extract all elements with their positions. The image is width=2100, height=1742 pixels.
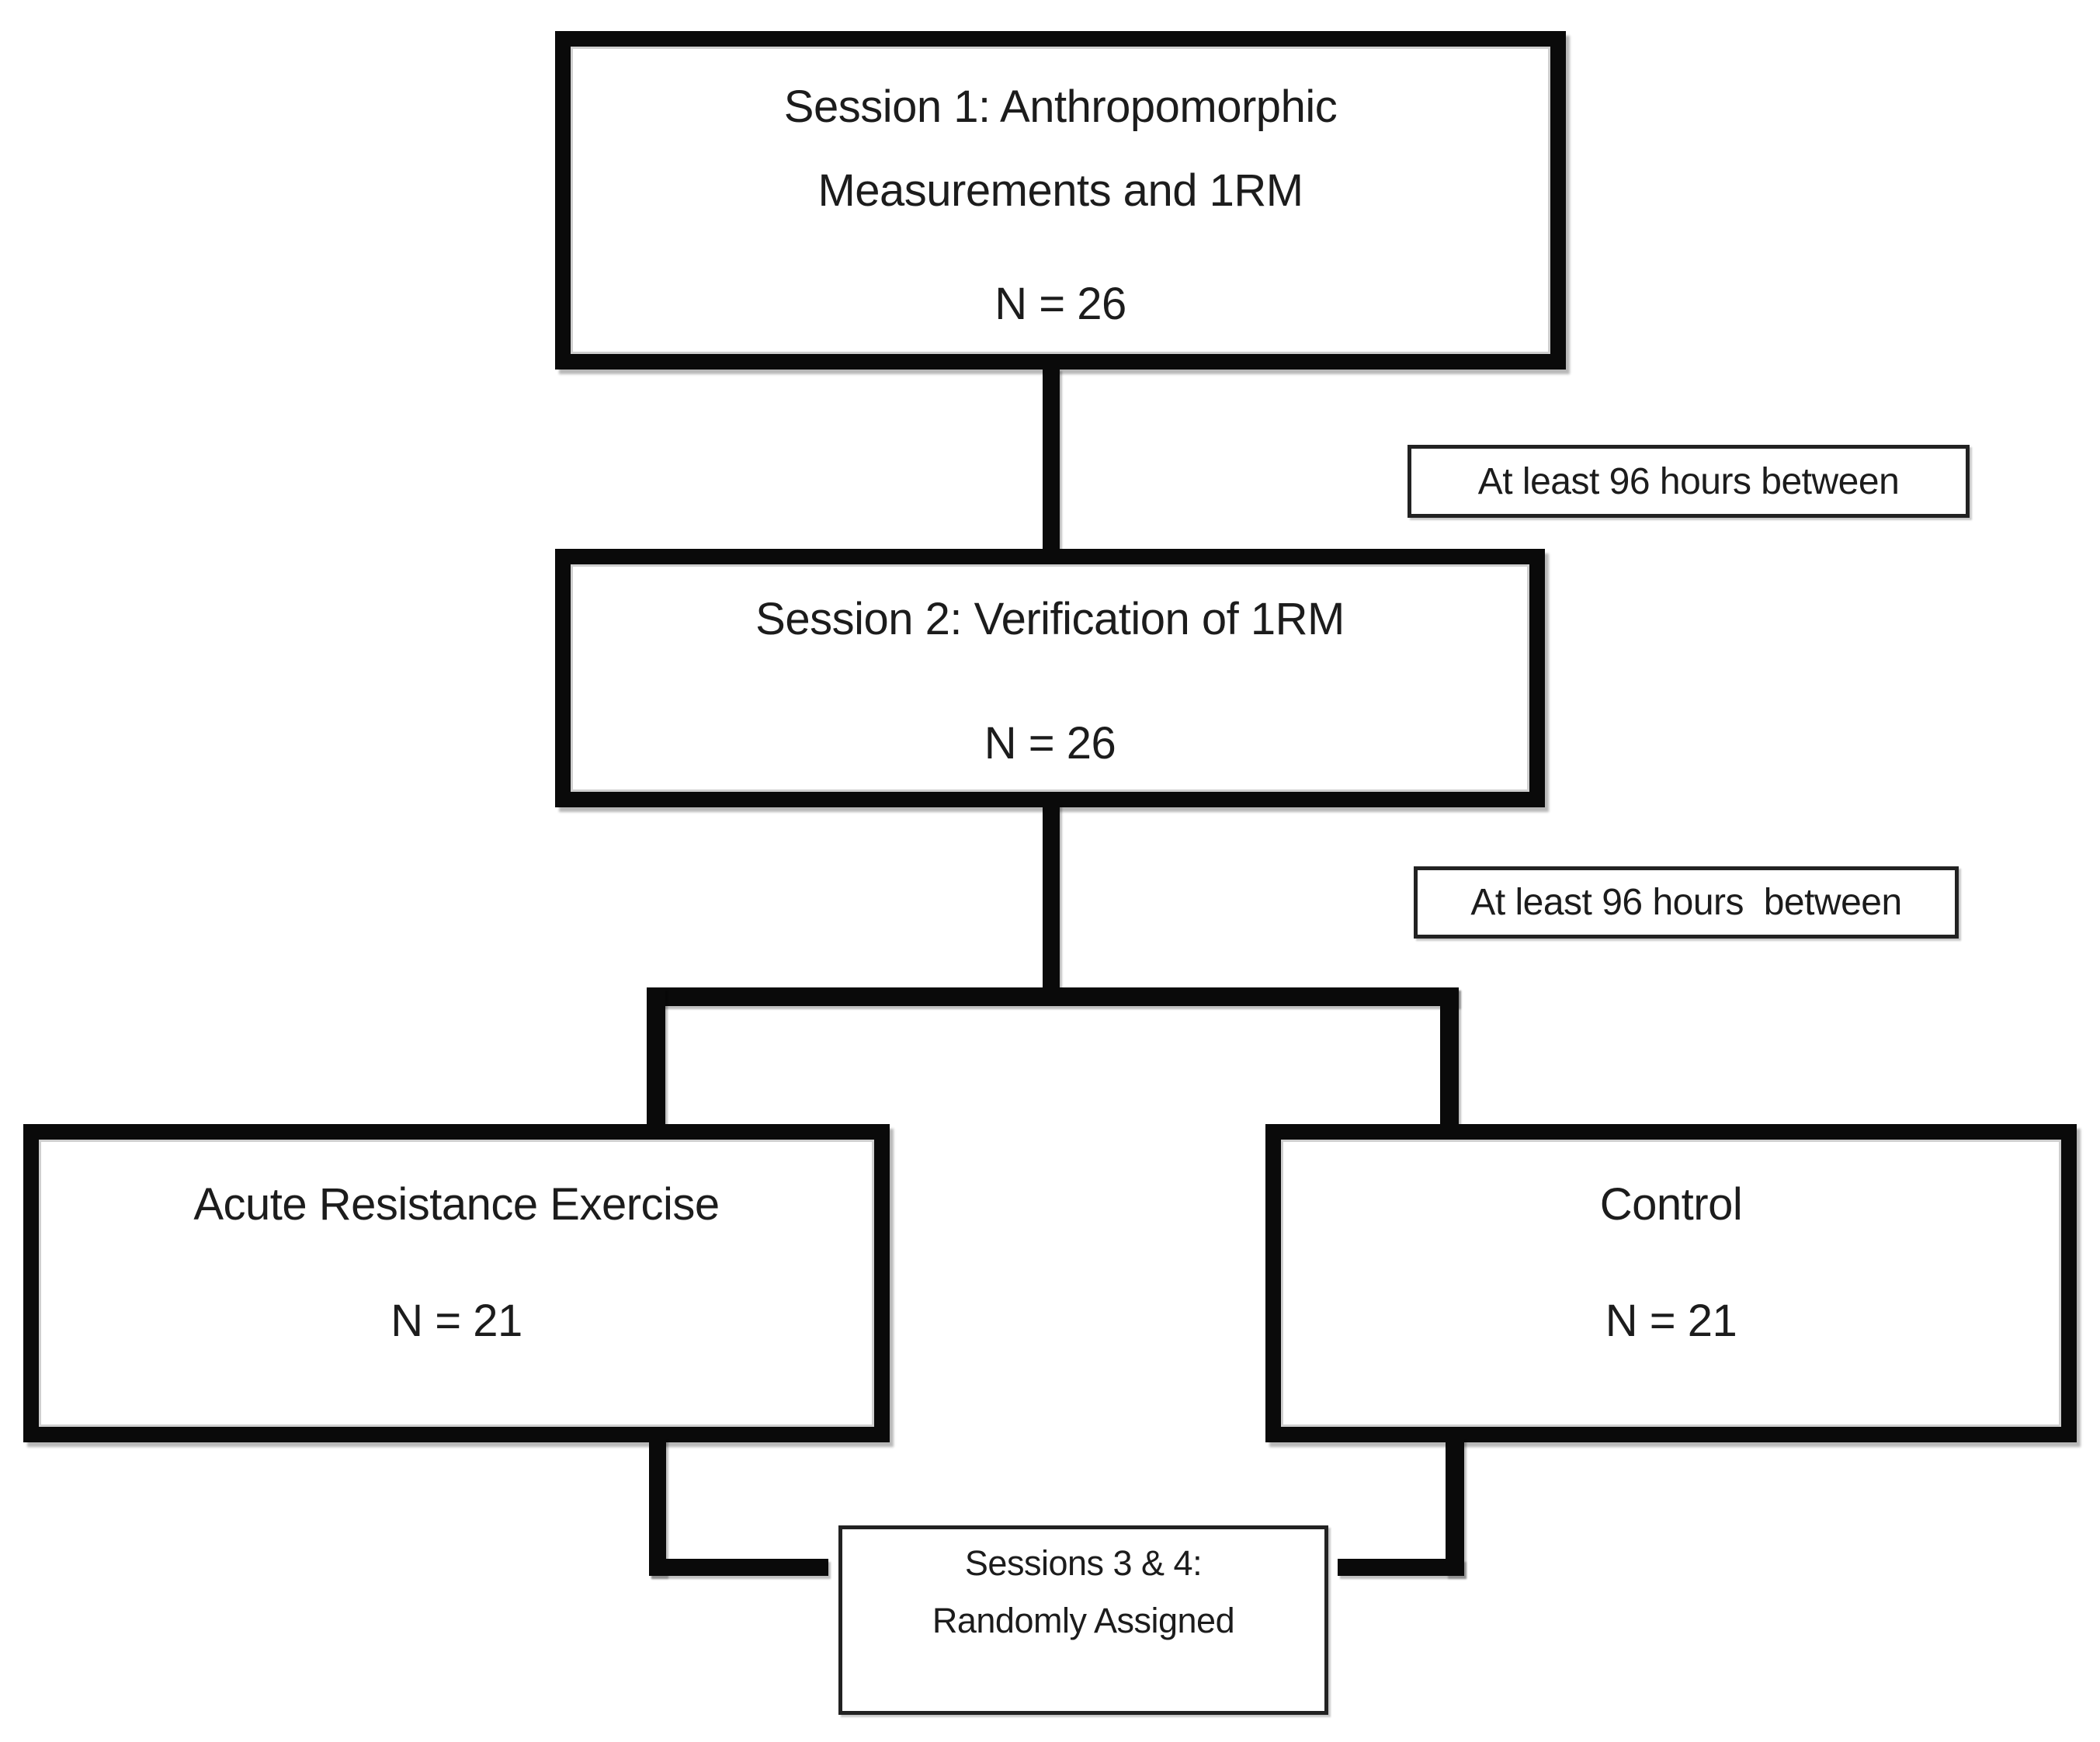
connector-exercise-down	[649, 1438, 666, 1576]
split-connector-right-drop	[1440, 987, 1459, 1127]
connector-session2-split	[1043, 803, 1060, 992]
session2-box: Session 2: Verification of 1RM N = 26	[555, 549, 1545, 807]
session2-title: Session 2: Verification of 1RM	[755, 594, 1345, 644]
exercise-group-title: Acute Resistance Exercise	[193, 1179, 720, 1230]
control-group-content: Control N = 21	[1281, 1140, 2061, 1427]
session1-title-line1: Session 1: Anthropomorphic	[783, 82, 1338, 132]
exercise-group-box: Acute Resistance Exercise N = 21	[23, 1124, 890, 1442]
connector-session1-session2	[1043, 368, 1060, 554]
session2-count: N = 26	[984, 718, 1116, 769]
connector-exercise-horizontal	[649, 1559, 828, 1576]
session1-box: Session 1: Anthropomorphic Measurements …	[555, 31, 1566, 370]
session1-count: N = 26	[994, 279, 1126, 329]
exercise-group-content: Acute Resistance Exercise N = 21	[39, 1140, 874, 1427]
session1-content: Session 1: Anthropomorphic Measurements …	[571, 47, 1550, 354]
session2-content: Session 2: Verification of 1RM N = 26	[571, 564, 1529, 792]
randomization-line1: Sessions 3 & 4:	[964, 1543, 1203, 1583]
split-connector-left-drop	[647, 987, 665, 1127]
interval-label-1: At least 96 hours between	[1408, 445, 1970, 518]
control-group-title: Control	[1599, 1179, 1743, 1230]
exercise-group-count: N = 21	[390, 1296, 522, 1346]
session1-title-line2: Measurements and 1RM	[817, 165, 1303, 216]
interval-label-2: At least 96 hours between	[1414, 866, 1959, 939]
randomization-line2: Randomly Assigned	[932, 1601, 1235, 1640]
split-connector-horizontal	[647, 987, 1459, 1006]
randomization-box: Sessions 3 & 4: Randomly Assigned	[838, 1525, 1328, 1715]
connector-control-horizontal	[1338, 1559, 1464, 1576]
control-group-box: Control N = 21	[1265, 1124, 2077, 1442]
connector-control-down	[1446, 1438, 1464, 1576]
control-group-count: N = 21	[1605, 1296, 1737, 1346]
